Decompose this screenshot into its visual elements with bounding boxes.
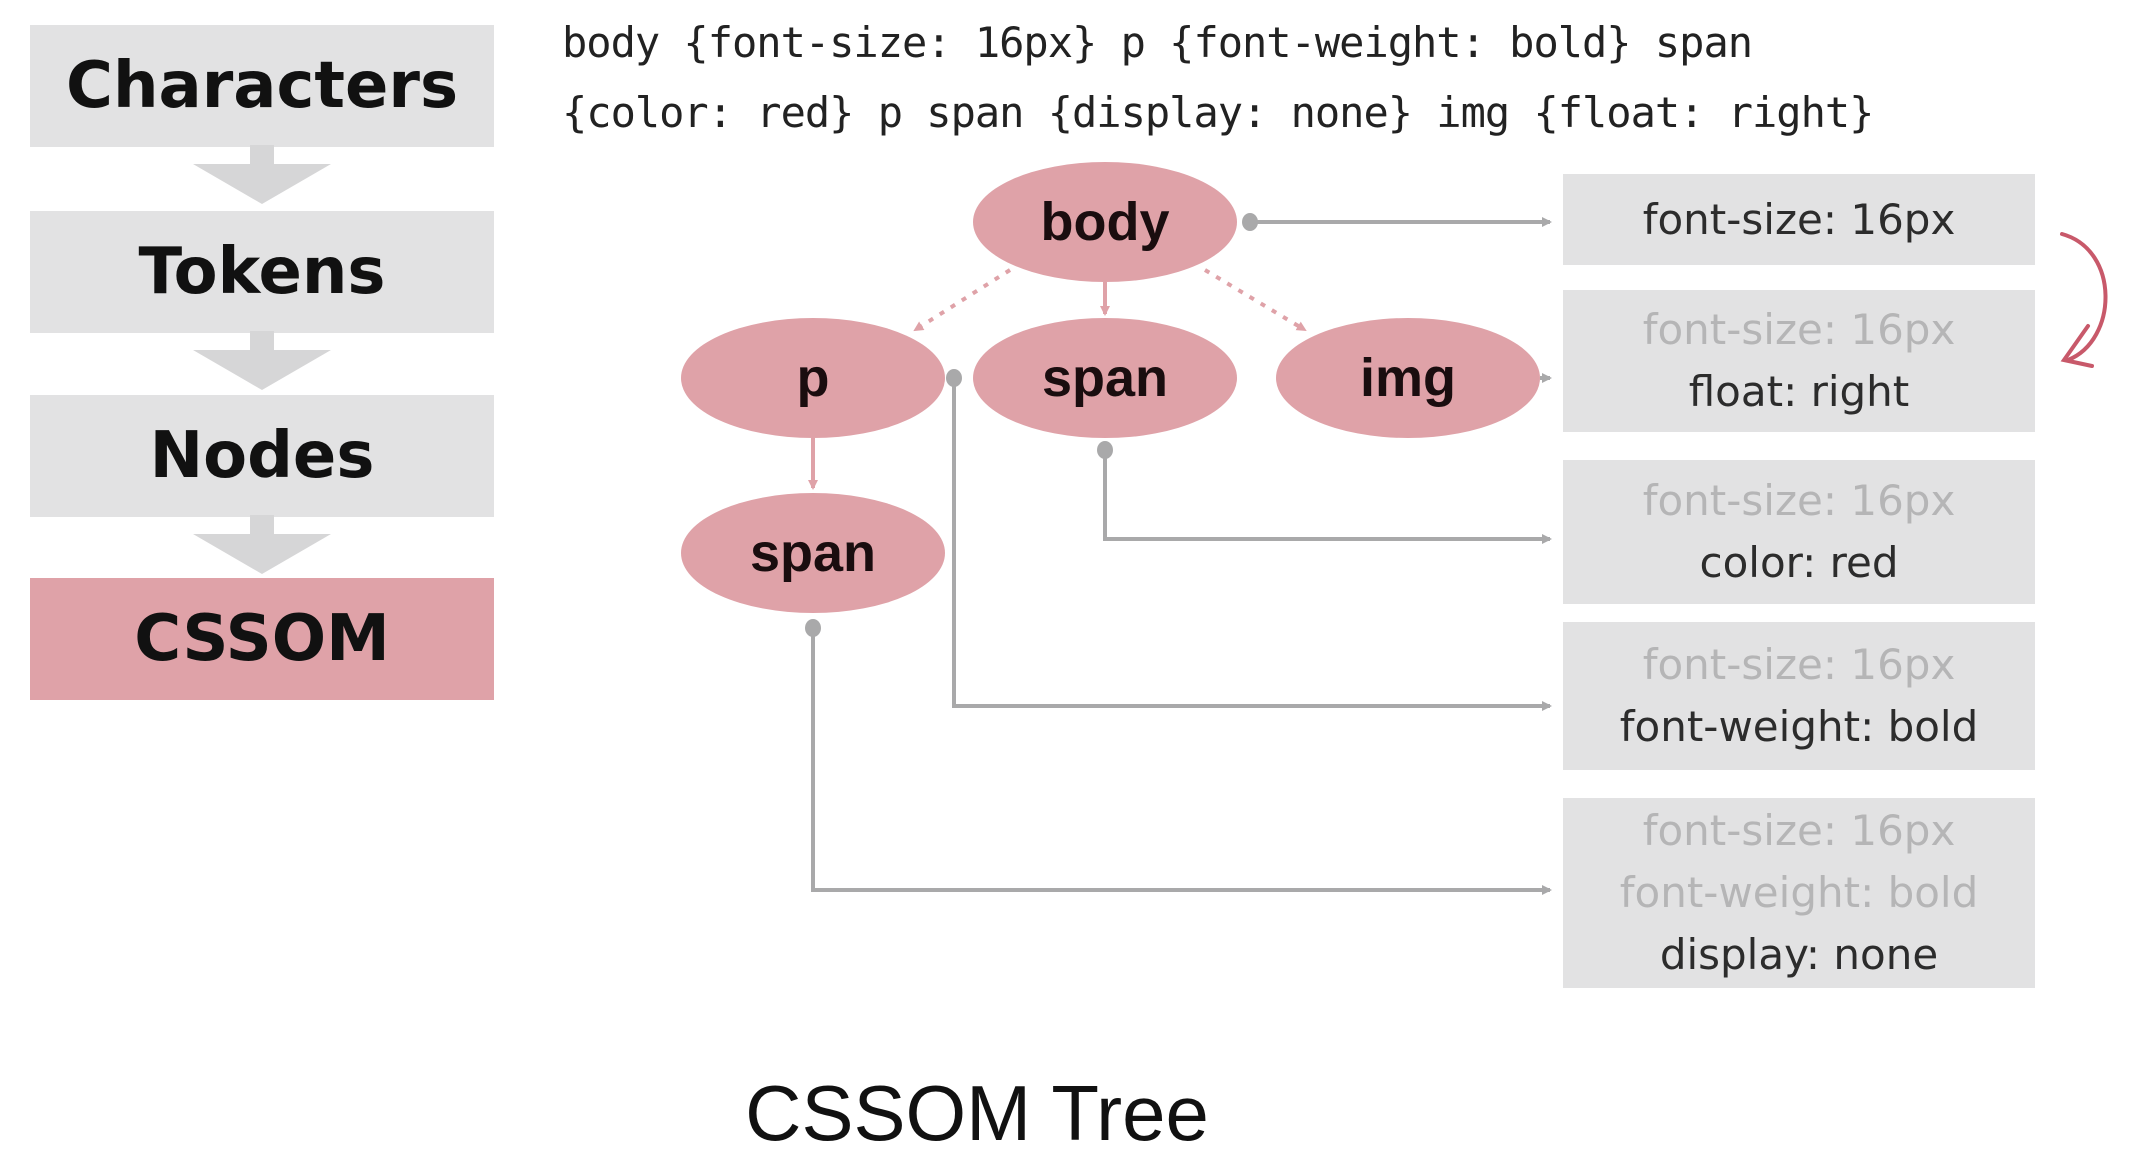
- node-label-body: body: [1041, 192, 1170, 252]
- node-labels: body p span img span: [750, 192, 1456, 583]
- diagram-title-container: CSSOM Tree: [0, 1068, 2154, 1159]
- connector-p: [952, 378, 1552, 711]
- pipeline-step-characters: Characters: [30, 25, 494, 147]
- prop-inherited: font-weight: bold: [1619, 868, 1979, 917]
- connector-span: [1103, 450, 1552, 544]
- css-source-line-1: body {font-size: 16px} p {font-weight: b…: [562, 18, 1753, 67]
- connector-dots: [805, 213, 1258, 637]
- prop: color: red: [1699, 538, 1899, 587]
- prop-inherited: font-size: 16px: [1642, 640, 1956, 689]
- connector-dot: [1242, 213, 1258, 231]
- prop-inherited: font-size: 16px: [1642, 476, 1956, 525]
- connector-dot: [805, 619, 821, 637]
- prop: font-weight: bold: [1619, 702, 1979, 751]
- style-connectors: [811, 217, 1552, 895]
- pipeline-step-cssom: CSSOM: [30, 578, 494, 700]
- connector-dot: [1097, 441, 1113, 459]
- computed-style-body: font-size: 16px: [1563, 174, 2035, 265]
- pipeline-arrow-icon: [193, 145, 331, 204]
- computed-style-img: font-size: 16px float: right: [1563, 290, 2035, 432]
- connector-dot: [946, 369, 962, 387]
- prop: float: right: [1688, 367, 1910, 416]
- prop-inherited: font-size: 16px: [1642, 806, 1956, 855]
- node-label-p: p: [797, 348, 830, 408]
- node-p: [681, 318, 945, 438]
- tree-nodes: [681, 162, 1540, 613]
- pipeline-arrow-icon: [193, 331, 331, 390]
- connector-p-span: [811, 628, 1552, 895]
- css-source-line-2: {color: red} p span {display: none} img …: [562, 88, 1874, 137]
- pipeline-step-nodes: Nodes: [30, 395, 494, 517]
- node-label-span: span: [1042, 348, 1168, 408]
- edge-body-p: [913, 268, 1012, 332]
- pipeline-step-tokens: Tokens: [30, 211, 494, 333]
- tree-edges: [808, 268, 1307, 490]
- annotation-curved-arrow-icon: [2060, 232, 2108, 368]
- pipeline-arrow-icon: [193, 515, 331, 574]
- prop-inherited: font-size: 16px: [1642, 305, 1956, 354]
- node-p-span: [681, 493, 945, 613]
- prop: display: none: [1659, 930, 1939, 979]
- computed-style-p: font-size: 16px font-weight: bold: [1563, 622, 2035, 770]
- node-label-img: img: [1360, 348, 1456, 408]
- edge-body-img: [1203, 268, 1307, 332]
- pipeline-arrows: [193, 145, 331, 574]
- node-img: [1276, 318, 1540, 438]
- diagram-title: CSSOM Tree: [745, 1069, 1209, 1157]
- computed-style-span: font-size: 16px color: red: [1563, 460, 2035, 604]
- prop: font-size: 16px: [1642, 194, 1956, 244]
- node-label-p-span: span: [750, 523, 876, 583]
- node-body: [973, 162, 1237, 282]
- node-span: [973, 318, 1237, 438]
- computed-style-p-span: font-size: 16px font-weight: bold displa…: [1563, 798, 2035, 988]
